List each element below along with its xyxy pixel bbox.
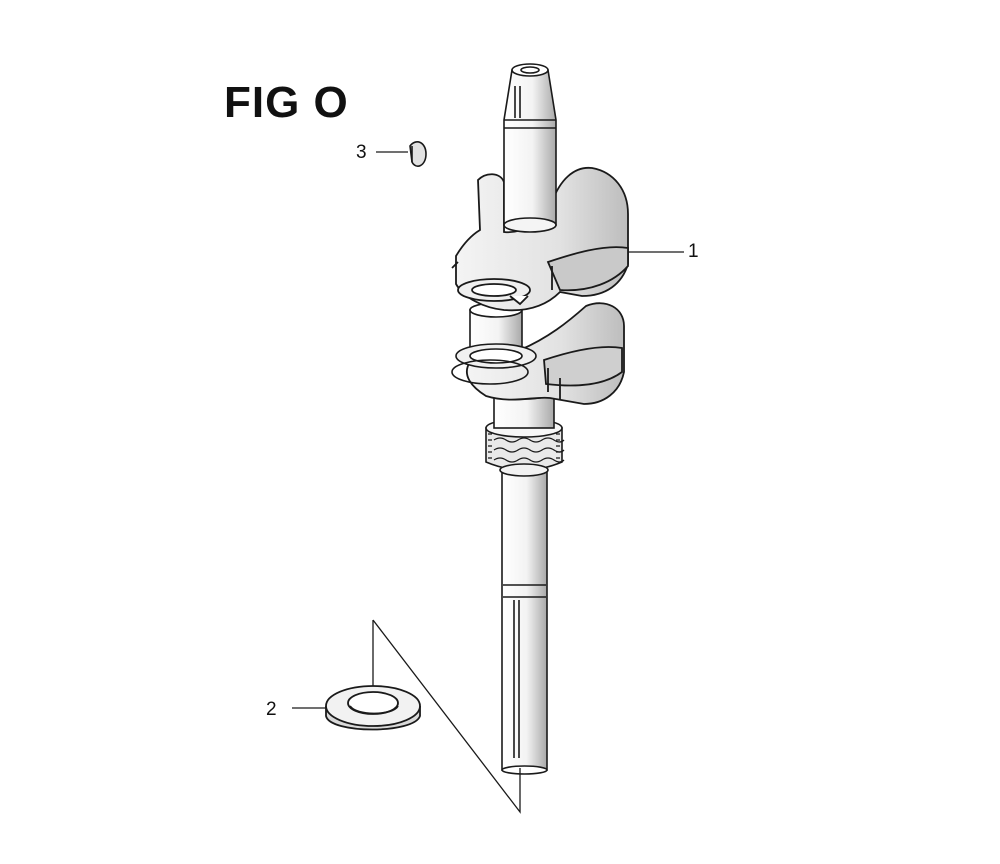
- timing-gear: [485, 418, 565, 477]
- crank-pin: [451, 302, 537, 385]
- callout-2: 2: [266, 699, 277, 720]
- woodruff-key: [409, 141, 427, 167]
- leader-lines: [292, 151, 684, 814]
- figure-title: FIG O: [224, 78, 349, 127]
- callout-3: 3: [356, 142, 367, 163]
- oil-seal-washer: [325, 685, 421, 731]
- lower-counterweight: [465, 302, 625, 405]
- callout-1: 1: [688, 241, 699, 262]
- upper-taper-shaft: [503, 63, 557, 233]
- lower-shaft: [501, 469, 548, 775]
